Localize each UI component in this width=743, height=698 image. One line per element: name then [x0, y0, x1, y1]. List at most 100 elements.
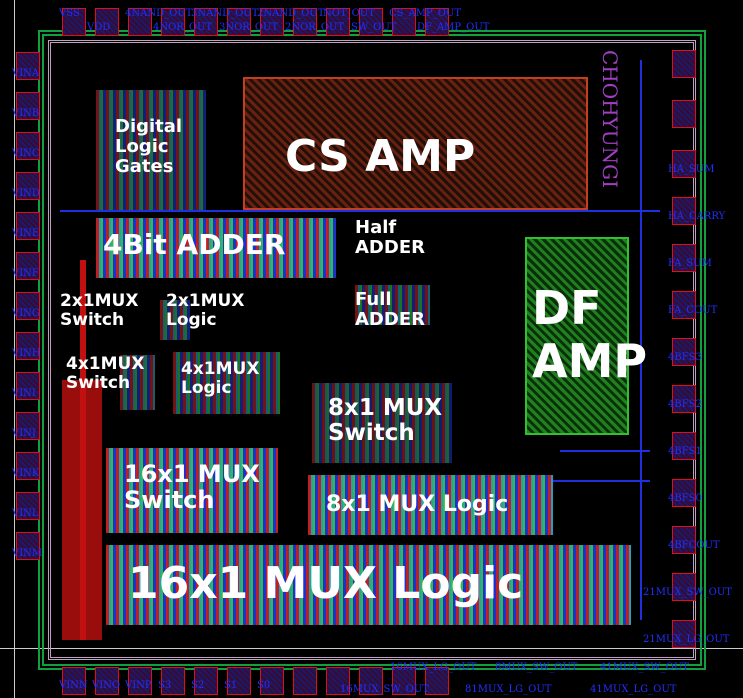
metal-wire [520, 480, 650, 482]
pad-label: HA_SUM [668, 164, 715, 175]
pad-label: S0 [257, 680, 271, 691]
bond-pad [194, 8, 218, 36]
bond-pad [227, 667, 251, 695]
pad-label: 4BFCOUT [668, 540, 720, 551]
pad-label: 4BFS0 [668, 493, 702, 504]
half-adder-label: Half ADDER [355, 217, 425, 258]
pad-label: 81MUX_LG_OUT [465, 684, 552, 695]
16x1mux-logic-block [106, 545, 631, 625]
bond-pad [16, 92, 40, 120]
author-mark: CHOHYUNGI [598, 50, 622, 189]
8x1mux-switch-label: 8x1 MUX Switch [328, 395, 443, 447]
pad-label: 4BFS1 [668, 446, 702, 457]
8x1mux-logic-label: 8x1 MUX Logic [326, 492, 509, 517]
pad-label: 3NOR_OUT [219, 22, 279, 33]
pad-label: 16MUX_LG_OUT [390, 662, 477, 673]
full-adder-label: Full ADDER [355, 289, 425, 330]
bond-pad [227, 8, 251, 36]
bond-pad [260, 8, 284, 36]
pad-label: VDD [87, 22, 111, 33]
bond-pad [672, 150, 696, 178]
pad-label: 4BFS2 [668, 399, 702, 410]
bond-pad [16, 412, 40, 440]
digital-logic-block [96, 90, 206, 210]
16x1mux-logic-label: 16x1 MUX Logic [128, 558, 524, 609]
pad-label: S1 [224, 680, 238, 691]
bond-pad [359, 667, 383, 695]
4x1mux-switch-label: 4x1MUX Switch [66, 354, 145, 393]
4x1mux-logic-block [173, 352, 280, 414]
bond-pad [16, 292, 40, 320]
digital-logic-label: Digital Logic Gates [115, 116, 183, 177]
pad-label: 21MUX_SW_OUT [643, 587, 732, 598]
bond-pad [672, 244, 696, 272]
pad-label: VINJ [12, 428, 36, 439]
bond-pad [672, 526, 696, 554]
pad-label: VINH [12, 348, 41, 359]
bond-pad [672, 197, 696, 225]
pad-label: CS_AMP_OUT [389, 8, 461, 19]
bond-pad [672, 338, 696, 366]
bond-pad [95, 8, 119, 36]
bond-pad [293, 667, 317, 695]
bond-pad [293, 8, 317, 36]
bond-pad [128, 8, 152, 36]
bond-pad [672, 620, 696, 648]
pad-label: VINK [12, 468, 40, 479]
cs-amp-label: CS AMP [285, 131, 476, 182]
bond-pad [128, 667, 152, 695]
pad-label: SW_OUT [351, 22, 397, 33]
bond-pad [16, 332, 40, 360]
pad-label: VINO [92, 680, 121, 691]
cs-amp-block [243, 77, 588, 210]
pad-label: 21MUX_LG_OUT [643, 634, 730, 645]
pad-label: VINC [12, 148, 40, 159]
bond-pad [16, 372, 40, 400]
bond-pad [672, 432, 696, 460]
16x1mux-switch-label: 16x1 MUX Switch [124, 460, 260, 515]
pad-label: VINM [12, 548, 43, 559]
df-amp-block [525, 237, 629, 435]
pad-label: VING [12, 308, 40, 319]
pad-label: VINF [12, 268, 39, 279]
bond-pad [95, 667, 119, 695]
bond-pad [425, 667, 449, 695]
poly-wire [80, 260, 86, 640]
pad-label: 4NAND_OUT [125, 8, 193, 19]
bond-pad [260, 667, 284, 695]
2x1mux-switch-label: 2x1MUX Switch [60, 291, 139, 330]
pad-label: 41MUX_SW_OUT [600, 662, 689, 673]
metal-wire [640, 60, 642, 620]
pad-label: 16MUX_SW_OUT [340, 684, 429, 695]
4x1mux-logic-label: 4x1MUX Logic [181, 359, 260, 398]
pad-label: HA_CARRY [668, 211, 726, 222]
16x1mux-switch-block [106, 448, 278, 533]
pad-label: VINI [12, 388, 36, 399]
pad-label: NOT_OUT [323, 8, 375, 19]
pad-label: DF_AMP_OUT [417, 22, 490, 33]
bond-pad [326, 667, 350, 695]
pad-label: VINA [12, 68, 40, 79]
df-amp-label: DF AMP [532, 281, 648, 388]
bond-pad [16, 132, 40, 160]
bond-pad [425, 8, 449, 36]
pad-label: FA_COUT [668, 305, 718, 316]
grid-line [0, 648, 743, 649]
pad-label: 3NAND_OUT [191, 8, 259, 19]
metal-wire [60, 210, 660, 212]
pad-label: 2NOR_OUT [285, 22, 345, 33]
2x1mux-logic-label: 2x1MUX Logic [166, 291, 245, 330]
pad-label: VIND [12, 188, 40, 199]
bond-pad [672, 100, 696, 128]
bond-pad [161, 667, 185, 695]
pad-label: 4BFS3 [668, 352, 702, 363]
pad-label: VINN [59, 680, 88, 691]
metal-wire [560, 450, 650, 452]
bond-pad [62, 667, 86, 695]
4bit-adder-block [96, 218, 336, 278]
pad-label: FA_SUM [668, 258, 712, 269]
bond-pad [672, 385, 696, 413]
pad-label: VINL [12, 508, 39, 519]
pad-label: VINB [12, 108, 40, 119]
